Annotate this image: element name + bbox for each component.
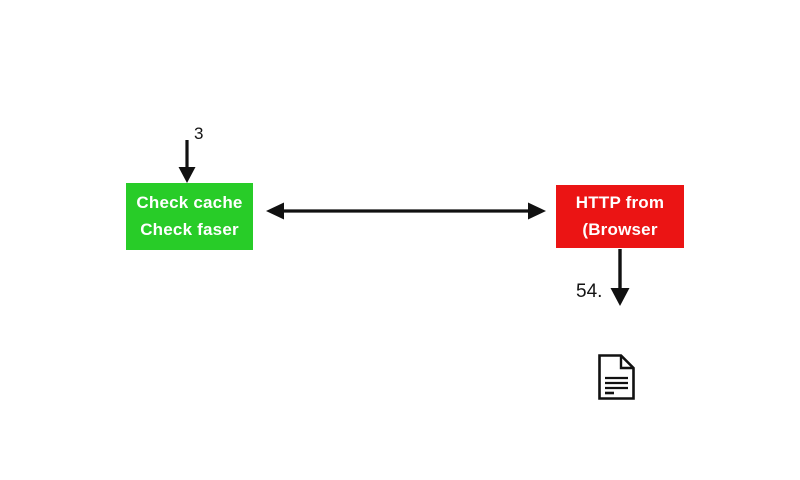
incoming-step-label: 3	[194, 124, 204, 143]
arrow-into-cache-icon	[178, 140, 196, 183]
double-arrow-icon	[266, 202, 546, 220]
http-node: HTTP from (Browser	[556, 185, 684, 248]
cache-node-line1: Check cache	[136, 193, 243, 213]
document-icon	[598, 354, 635, 400]
outgoing-step-label: 54.	[576, 281, 603, 302]
http-node-line1: HTTP from	[575, 193, 665, 213]
cache-node-line2: Check faser	[140, 219, 239, 239]
cache-node: Check cache Check faser	[126, 183, 253, 250]
http-node-line2: (Browser	[582, 219, 658, 239]
arrow-from-http-icon	[610, 249, 630, 306]
